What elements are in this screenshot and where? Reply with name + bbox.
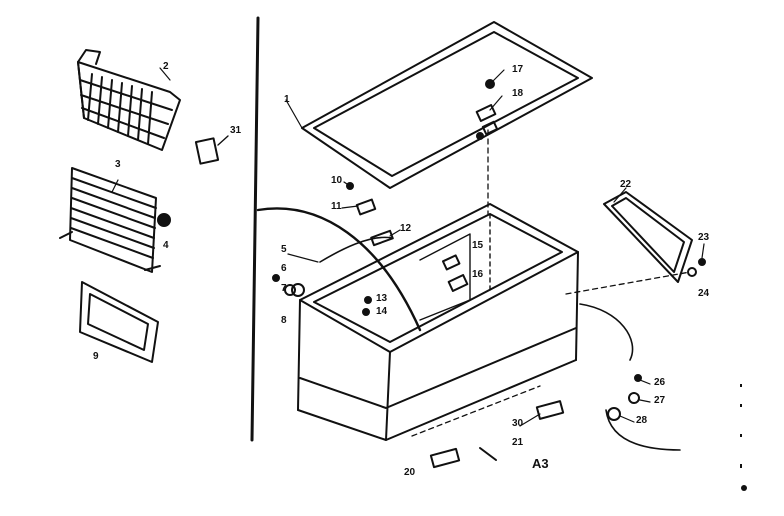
callout-23: 23 bbox=[698, 232, 710, 243]
callout-20: 20 bbox=[404, 467, 416, 478]
divider-line bbox=[250, 16, 260, 442]
bracket-31 bbox=[194, 137, 220, 165]
callout-24: 24 bbox=[698, 288, 710, 299]
bolt-21 bbox=[479, 447, 497, 461]
callout-10: 10 bbox=[331, 175, 343, 186]
freezer-cabinet bbox=[297, 203, 579, 441]
part-15 bbox=[441, 254, 461, 271]
callout-2: 2 bbox=[163, 61, 169, 72]
callout-14: 14 bbox=[376, 306, 388, 317]
power-cord bbox=[256, 207, 422, 332]
callout-28: 28 bbox=[636, 415, 648, 426]
callout-21: 21 bbox=[512, 437, 524, 448]
callout-3: 3 bbox=[115, 159, 121, 170]
bracket-30 bbox=[535, 400, 565, 420]
part-16 bbox=[447, 274, 469, 292]
callout-8: 8 bbox=[281, 315, 287, 326]
screw-17 bbox=[476, 132, 484, 140]
lid-hinge bbox=[475, 79, 499, 136]
callout-31: 31 bbox=[230, 125, 242, 136]
callout-17: 17 bbox=[512, 64, 524, 75]
callout-16: 16 bbox=[472, 269, 484, 280]
washer-7 bbox=[284, 284, 296, 296]
callout-27: 27 bbox=[654, 395, 666, 406]
latch-11 bbox=[355, 198, 377, 216]
drain-tube bbox=[319, 236, 393, 263]
callout-4: 4 bbox=[163, 240, 169, 251]
callout-15: 15 bbox=[472, 240, 484, 251]
screw-13 bbox=[364, 296, 372, 304]
screw-23 bbox=[698, 258, 706, 266]
freezer-lid bbox=[301, 21, 593, 189]
view-label: A3 bbox=[532, 456, 549, 471]
callout-22: 22 bbox=[620, 179, 632, 190]
knob-4 bbox=[157, 213, 171, 227]
callout-5: 5 bbox=[281, 244, 287, 255]
callout-26: 26 bbox=[654, 377, 666, 388]
interior-divider bbox=[419, 233, 471, 321]
callout-6: 6 bbox=[281, 263, 287, 274]
shelf-grille bbox=[59, 167, 161, 273]
rear-panel bbox=[603, 191, 693, 283]
part-26 bbox=[634, 374, 642, 382]
grommet-8 bbox=[291, 283, 305, 297]
callout-12: 12 bbox=[400, 223, 412, 234]
screw-14 bbox=[362, 308, 370, 316]
callout-18: 18 bbox=[512, 88, 524, 99]
wiring-harness bbox=[579, 303, 681, 451]
screw-6 bbox=[272, 274, 280, 282]
grommet-24 bbox=[687, 267, 697, 277]
callout-9: 9 bbox=[93, 351, 99, 362]
callout-13: 13 bbox=[376, 293, 388, 304]
callout-30: 30 bbox=[512, 418, 524, 429]
part-27 bbox=[628, 392, 640, 404]
door-frame bbox=[79, 281, 159, 363]
part-28 bbox=[607, 407, 621, 421]
callout-1: 1 bbox=[284, 94, 290, 105]
hinge-20 bbox=[429, 447, 461, 469]
callout-7: 7 bbox=[281, 283, 287, 294]
callout-11: 11 bbox=[331, 201, 342, 212]
wire-basket bbox=[77, 49, 181, 151]
